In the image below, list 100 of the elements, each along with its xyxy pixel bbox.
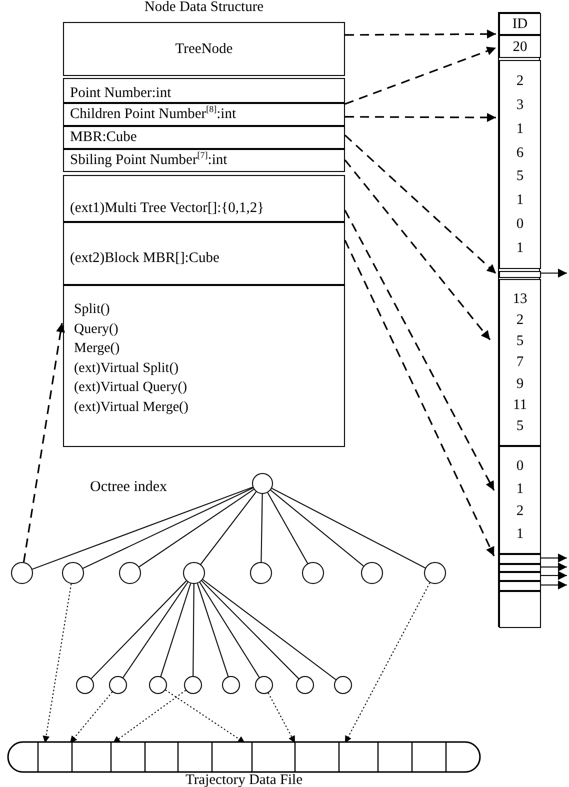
array-cell [499, 581, 541, 591]
array-cell [499, 446, 541, 554]
attribute-row [63, 78, 345, 103]
attribute-row [63, 126, 345, 149]
array-value: 9 [516, 376, 524, 392]
attribute-label: (ext1)Multi Tree Vector[]:{0,1,2} [70, 200, 264, 217]
array-value: 2 [516, 503, 524, 520]
class-title: Node Data Structure [143, 0, 265, 16]
dashed-arrow [344, 240, 495, 556]
attribute-row [63, 222, 345, 285]
tree-branch-line [138, 488, 254, 568]
array-value: 5 [516, 168, 524, 184]
method-name: (ext)Virtual Split() [74, 360, 179, 378]
tree-node-circle [302, 562, 324, 584]
attribute-label: Point Number:int [70, 85, 172, 102]
tree-branch-line [201, 580, 300, 680]
array-cell [499, 564, 541, 572]
tree-node-circle [149, 676, 167, 694]
tree-branch-line [267, 492, 308, 564]
array-value: 1 [516, 240, 524, 256]
tree-node-circle [424, 562, 446, 584]
array-value: 6 [516, 144, 524, 161]
array-cell [499, 13, 541, 35]
arrow [540, 580, 568, 590]
arrow [540, 554, 568, 562]
dashed-arrow [22, 323, 66, 562]
dotted-arrow [42, 583, 72, 744]
tree-branch-line [270, 490, 364, 567]
tree-node-circle [109, 676, 127, 694]
array-value: 1 [516, 120, 524, 137]
array-value: 11 [513, 397, 527, 414]
method-name: Merge() [74, 340, 120, 358]
tree-node-circle [62, 562, 84, 584]
arrow [540, 571, 568, 580]
dotted-arrow [112, 690, 186, 744]
tree-node-circle [361, 562, 383, 584]
tree-node-circle [255, 676, 273, 694]
array-column [498, 12, 540, 627]
method-name: Query() [74, 320, 118, 338]
dashed-arrow [344, 134, 497, 274]
dashed-arrow [345, 30, 496, 39]
array-value: 20 [512, 38, 528, 54]
tree-branch-line [200, 491, 257, 565]
tree-branch-line [271, 488, 426, 568]
file-caption: Trajectory Data File [184, 773, 304, 787]
tree-node-circle [119, 562, 141, 584]
tree-branch-line [199, 582, 260, 678]
tree-node-circle [334, 676, 352, 694]
tree-node-circle [296, 676, 314, 694]
dashed-arrow [345, 112, 496, 122]
tree-node-circle [11, 562, 33, 584]
array-value: 0 [516, 216, 524, 232]
array-value: 1 [516, 480, 524, 497]
tree-branch-line [122, 582, 188, 678]
method-name: (ext)Virtual Merge() [74, 398, 188, 416]
array-cell [499, 60, 541, 269]
array-value: 1 [516, 526, 524, 542]
tree-node-circle [222, 676, 240, 694]
dashed-arrow [344, 160, 491, 340]
arrow [540, 268, 568, 278]
class-name: TreeNode [175, 40, 233, 58]
tree-branch-line [192, 584, 194, 676]
tree-branch-line [32, 486, 254, 570]
array-cell [499, 271, 541, 278]
array-value: 0 [516, 458, 524, 474]
tree-node-circle [252, 473, 273, 494]
tree-caption: Octree index [90, 479, 168, 496]
tree-branch-line [90, 580, 187, 680]
attribute-label: (ext2)Block MBR[]:Cube [70, 250, 220, 267]
attribute-row [63, 175, 345, 222]
arrow [540, 562, 568, 572]
array-value: 2 [516, 312, 524, 328]
array-value: 5 [516, 333, 524, 350]
tree-branch-line [196, 582, 229, 677]
array-value: 7 [516, 354, 524, 370]
array-cell [499, 591, 541, 628]
method-name: (ext)Virtual Query() [74, 379, 188, 397]
array-value: ID [512, 16, 528, 32]
dashed-arrow [344, 210, 495, 491]
tree-node-circle [250, 562, 272, 584]
array-value: 1 [516, 192, 524, 208]
array-value: 2 [516, 72, 524, 89]
attribute-row [63, 103, 345, 126]
array-cell [499, 279, 541, 446]
attribute-label: Children Point Number$^{[8]}$:int [70, 106, 236, 123]
tree-node-circle [184, 676, 202, 694]
tree-branch-line [202, 579, 336, 680]
method-name: Split() [74, 301, 110, 319]
dotted-arrow [165, 690, 246, 744]
tree-node-circle [183, 562, 205, 584]
dotted-arrow [70, 691, 113, 744]
array-value: 3 [516, 96, 524, 113]
attribute-row [63, 149, 345, 172]
tree-branch-line [260, 494, 263, 562]
attribute-label: Sbiling Point Number$^{[7]}$:int [70, 152, 228, 169]
dashed-arrow [344, 46, 496, 105]
attribute-label: MBR:Cube [70, 129, 137, 146]
method-section [63, 285, 345, 447]
tree-node-circle [76, 676, 94, 694]
class-name-row [63, 22, 345, 76]
